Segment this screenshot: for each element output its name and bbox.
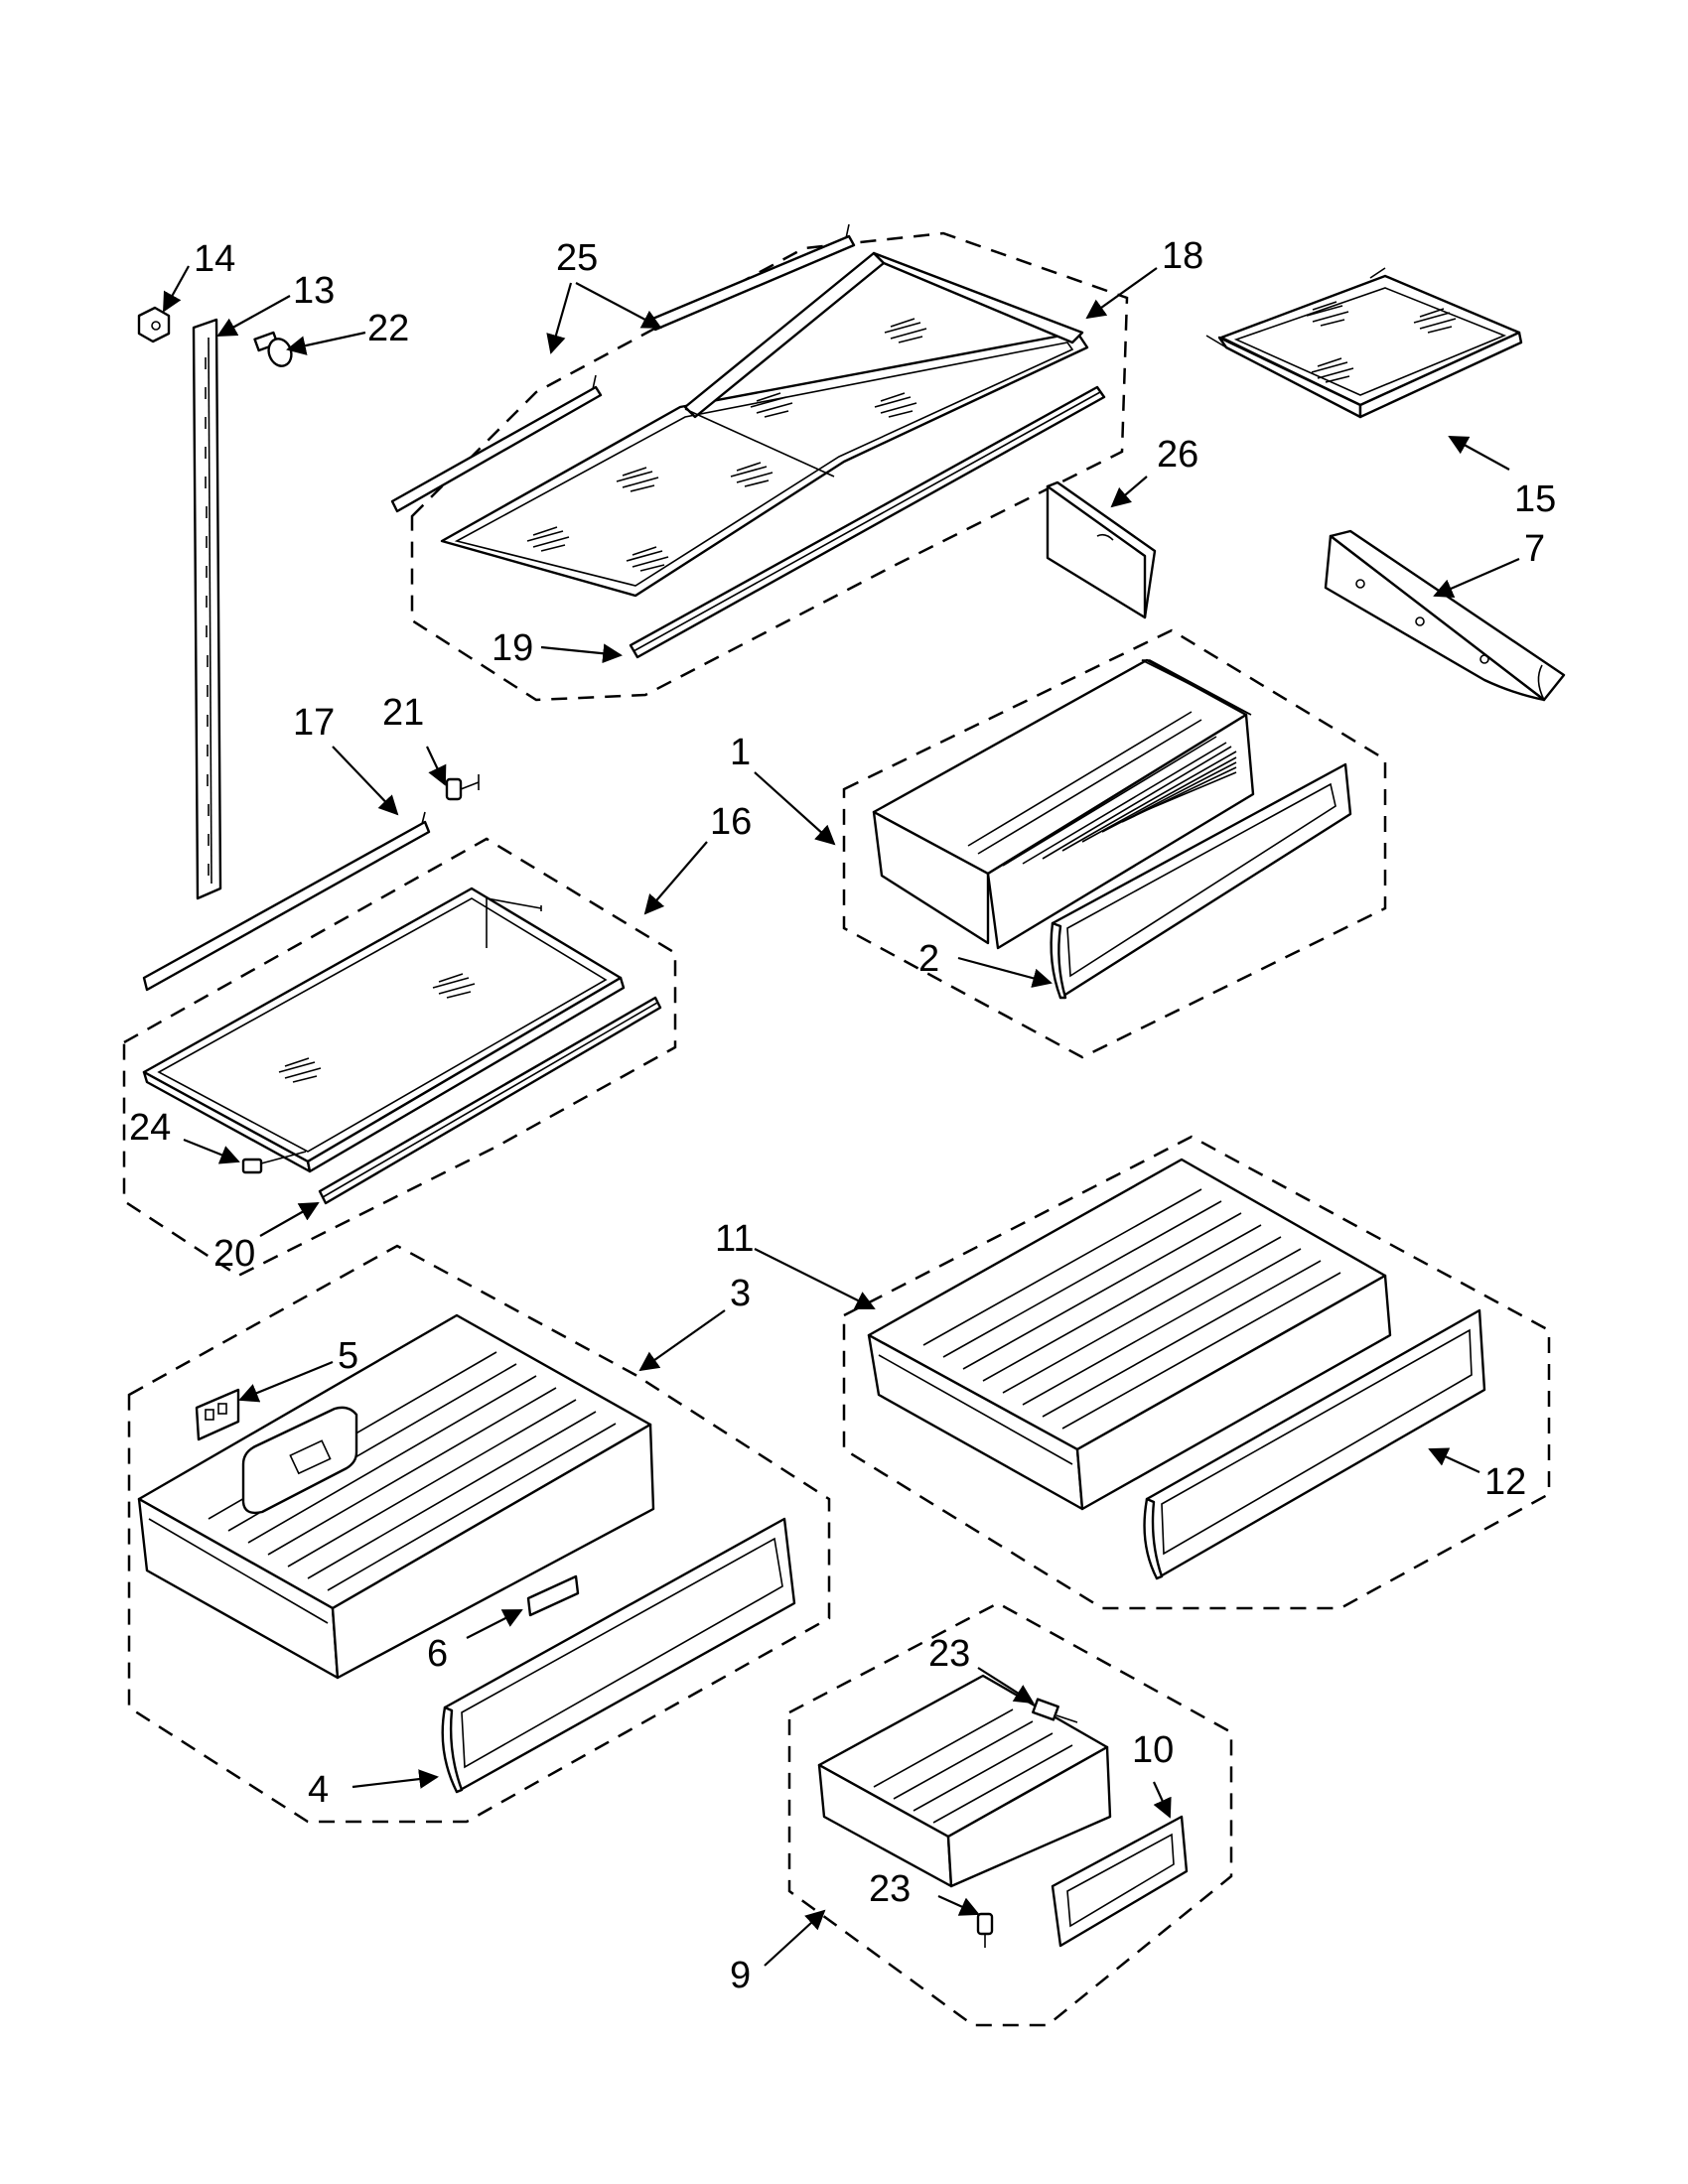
control-panel-5 <box>195 1388 240 1441</box>
small-pan-9 <box>817 1674 1112 1888</box>
callout-16: 16 <box>710 801 752 843</box>
shelf-light-connector <box>241 1151 307 1174</box>
pan-screw-lower <box>976 1912 994 1948</box>
pan-group-11-outline <box>842 1135 1551 1610</box>
freezer-pan-3 <box>137 1313 655 1680</box>
callout-17: 17 <box>293 702 335 744</box>
upper-shelf-front-trim <box>629 385 1106 659</box>
deli-pan-11 <box>867 1158 1392 1511</box>
middle-shelf-group-outline <box>122 837 677 1278</box>
badge-6 <box>526 1574 580 1617</box>
rail-screw <box>253 331 293 367</box>
callout-12: 12 <box>1484 1461 1526 1503</box>
callout-21: 21 <box>382 692 424 734</box>
callout-2: 2 <box>918 938 939 980</box>
upper-glass-shelf <box>440 251 1089 598</box>
callout-7: 7 <box>1524 528 1545 570</box>
callout-22: 22 <box>367 308 409 349</box>
callout-4: 4 <box>308 1769 329 1811</box>
callout-15: 15 <box>1514 478 1556 520</box>
callout-18: 18 <box>1162 235 1203 277</box>
pan-group-3-outline <box>127 1244 831 1824</box>
middle-shelf-front-trim <box>318 996 662 1205</box>
middle-shelf-side-rail <box>142 811 431 992</box>
crisper-group-1-outline <box>842 628 1387 1059</box>
shelf-screw <box>445 774 480 801</box>
callout-labels: 14 13 22 25 18 15 26 7 19 17 21 16 1 2 2… <box>129 235 1556 1996</box>
callout-11: 11 <box>715 1218 754 1260</box>
bin-divider <box>1046 480 1157 619</box>
callout-1: 1 <box>730 732 751 773</box>
ice-bin-module <box>241 1406 358 1515</box>
rail-end-cap <box>137 306 171 343</box>
callout-5: 5 <box>338 1335 358 1377</box>
freezer-pan-cover-4 <box>441 1517 796 1794</box>
crisper-channel <box>1324 529 1566 702</box>
pan-group-9-outline <box>787 1601 1233 2027</box>
callout-6: 6 <box>427 1633 448 1675</box>
callout-24: 24 <box>129 1107 171 1149</box>
crisper-pan-1 <box>872 658 1255 950</box>
callout-3: 3 <box>730 1273 751 1314</box>
callout-10: 10 <box>1132 1729 1174 1771</box>
pan-screw-upper <box>1032 1698 1078 1723</box>
crisper-cover-1 <box>1050 762 1352 1000</box>
callout-25: 25 <box>556 237 598 279</box>
callout-19: 19 <box>492 627 533 669</box>
callout-9: 9 <box>730 1955 751 1996</box>
small-slide-out-shelf <box>1205 267 1523 419</box>
upper-shelf-glass-hatching <box>526 318 927 572</box>
shelf-standard-rail <box>192 318 222 900</box>
leader-lines <box>163 265 1520 1967</box>
callout-23-lower: 23 <box>869 1868 911 1910</box>
callout-20: 20 <box>213 1233 255 1275</box>
deli-pan-cover-12 <box>1143 1308 1486 1580</box>
middle-glass-shelf <box>142 887 626 1173</box>
callout-26: 26 <box>1157 434 1198 476</box>
callout-14: 14 <box>194 238 235 280</box>
callout-23-upper: 23 <box>928 1633 970 1675</box>
small-pan-cover-10 <box>1051 1815 1189 1948</box>
callout-13: 13 <box>293 270 335 312</box>
